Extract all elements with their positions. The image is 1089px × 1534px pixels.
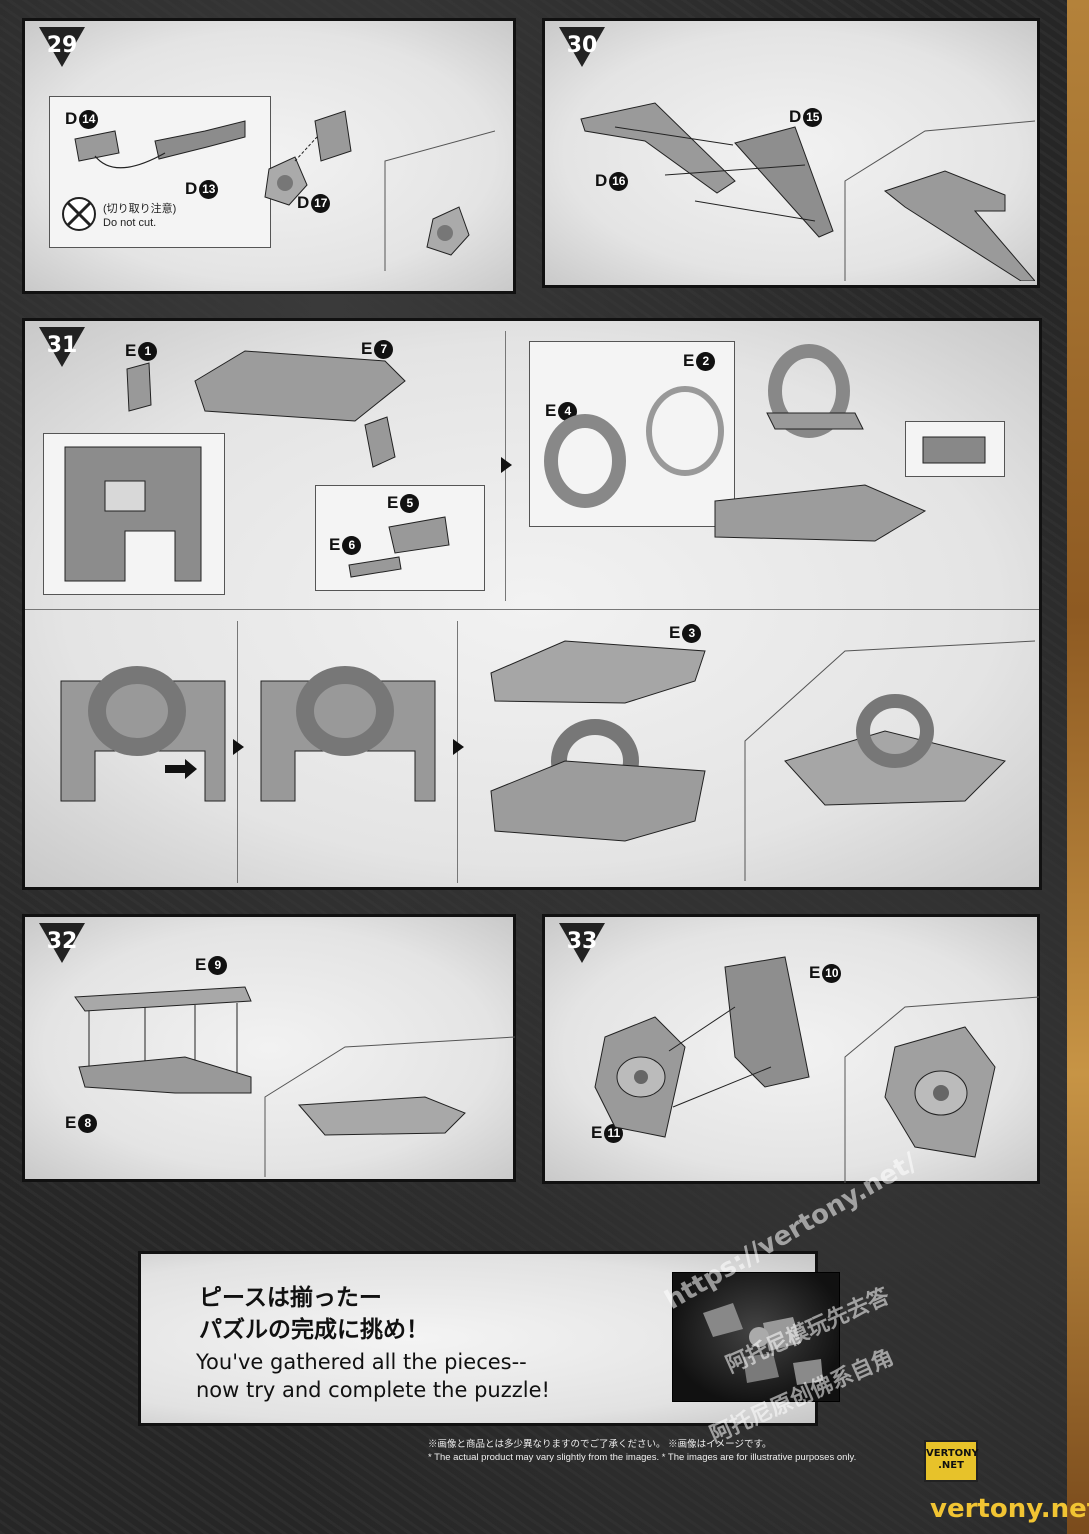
next-arrow [501,457,512,473]
disclaimer-jp: ※画像と商品とは多少異なりますのでご了承ください。 ※画像はイメージです。 [428,1439,772,1450]
puzzle-pieces-image [703,1303,823,1385]
step-31-assembly-illustration [60,344,1036,881]
step-number: 29 [46,33,78,58]
step-30-parts-illustration [580,102,1035,281]
step-number: 30 [566,33,598,58]
right-edge-strip [1067,0,1089,1534]
message-en-line2: now try and complete the puzzle! [196,1378,550,1402]
completed-puzzle-photo [672,1272,840,1402]
step-33-parts-illustration [594,956,1039,1183]
message-jp-line2: パズルの完成に挑め！ [199,1317,429,1343]
next-arrow [453,739,464,755]
message-jp-line1: ピースは揃ったー [199,1285,382,1311]
step-31-badge: 31 [39,327,85,367]
step-29-badge: 29 [39,27,85,67]
step-number: 32 [46,929,78,954]
divider [25,609,1039,610]
step-number: 33 [566,929,598,954]
disclaimer-en: * The actual product may vary slightly f… [428,1452,857,1463]
site-name: vertony.net [930,1494,1089,1524]
step-32-parts-illustration [74,986,515,1177]
step-number: 31 [46,333,78,358]
do-not-cut-icon [62,197,96,231]
step-30-badge: 30 [559,27,605,67]
step-32-badge: 32 [39,923,85,963]
message-en-line1: You've gathered all the pieces-- [196,1350,527,1374]
vertony-logo: VERTONY .NET [924,1440,979,1482]
do-not-cut-note: (切り取り注意) Do not cut. [103,203,177,229]
next-arrow [233,739,244,755]
step-33-badge: 33 [559,923,605,963]
step-29-parts-illustration [74,110,495,271]
